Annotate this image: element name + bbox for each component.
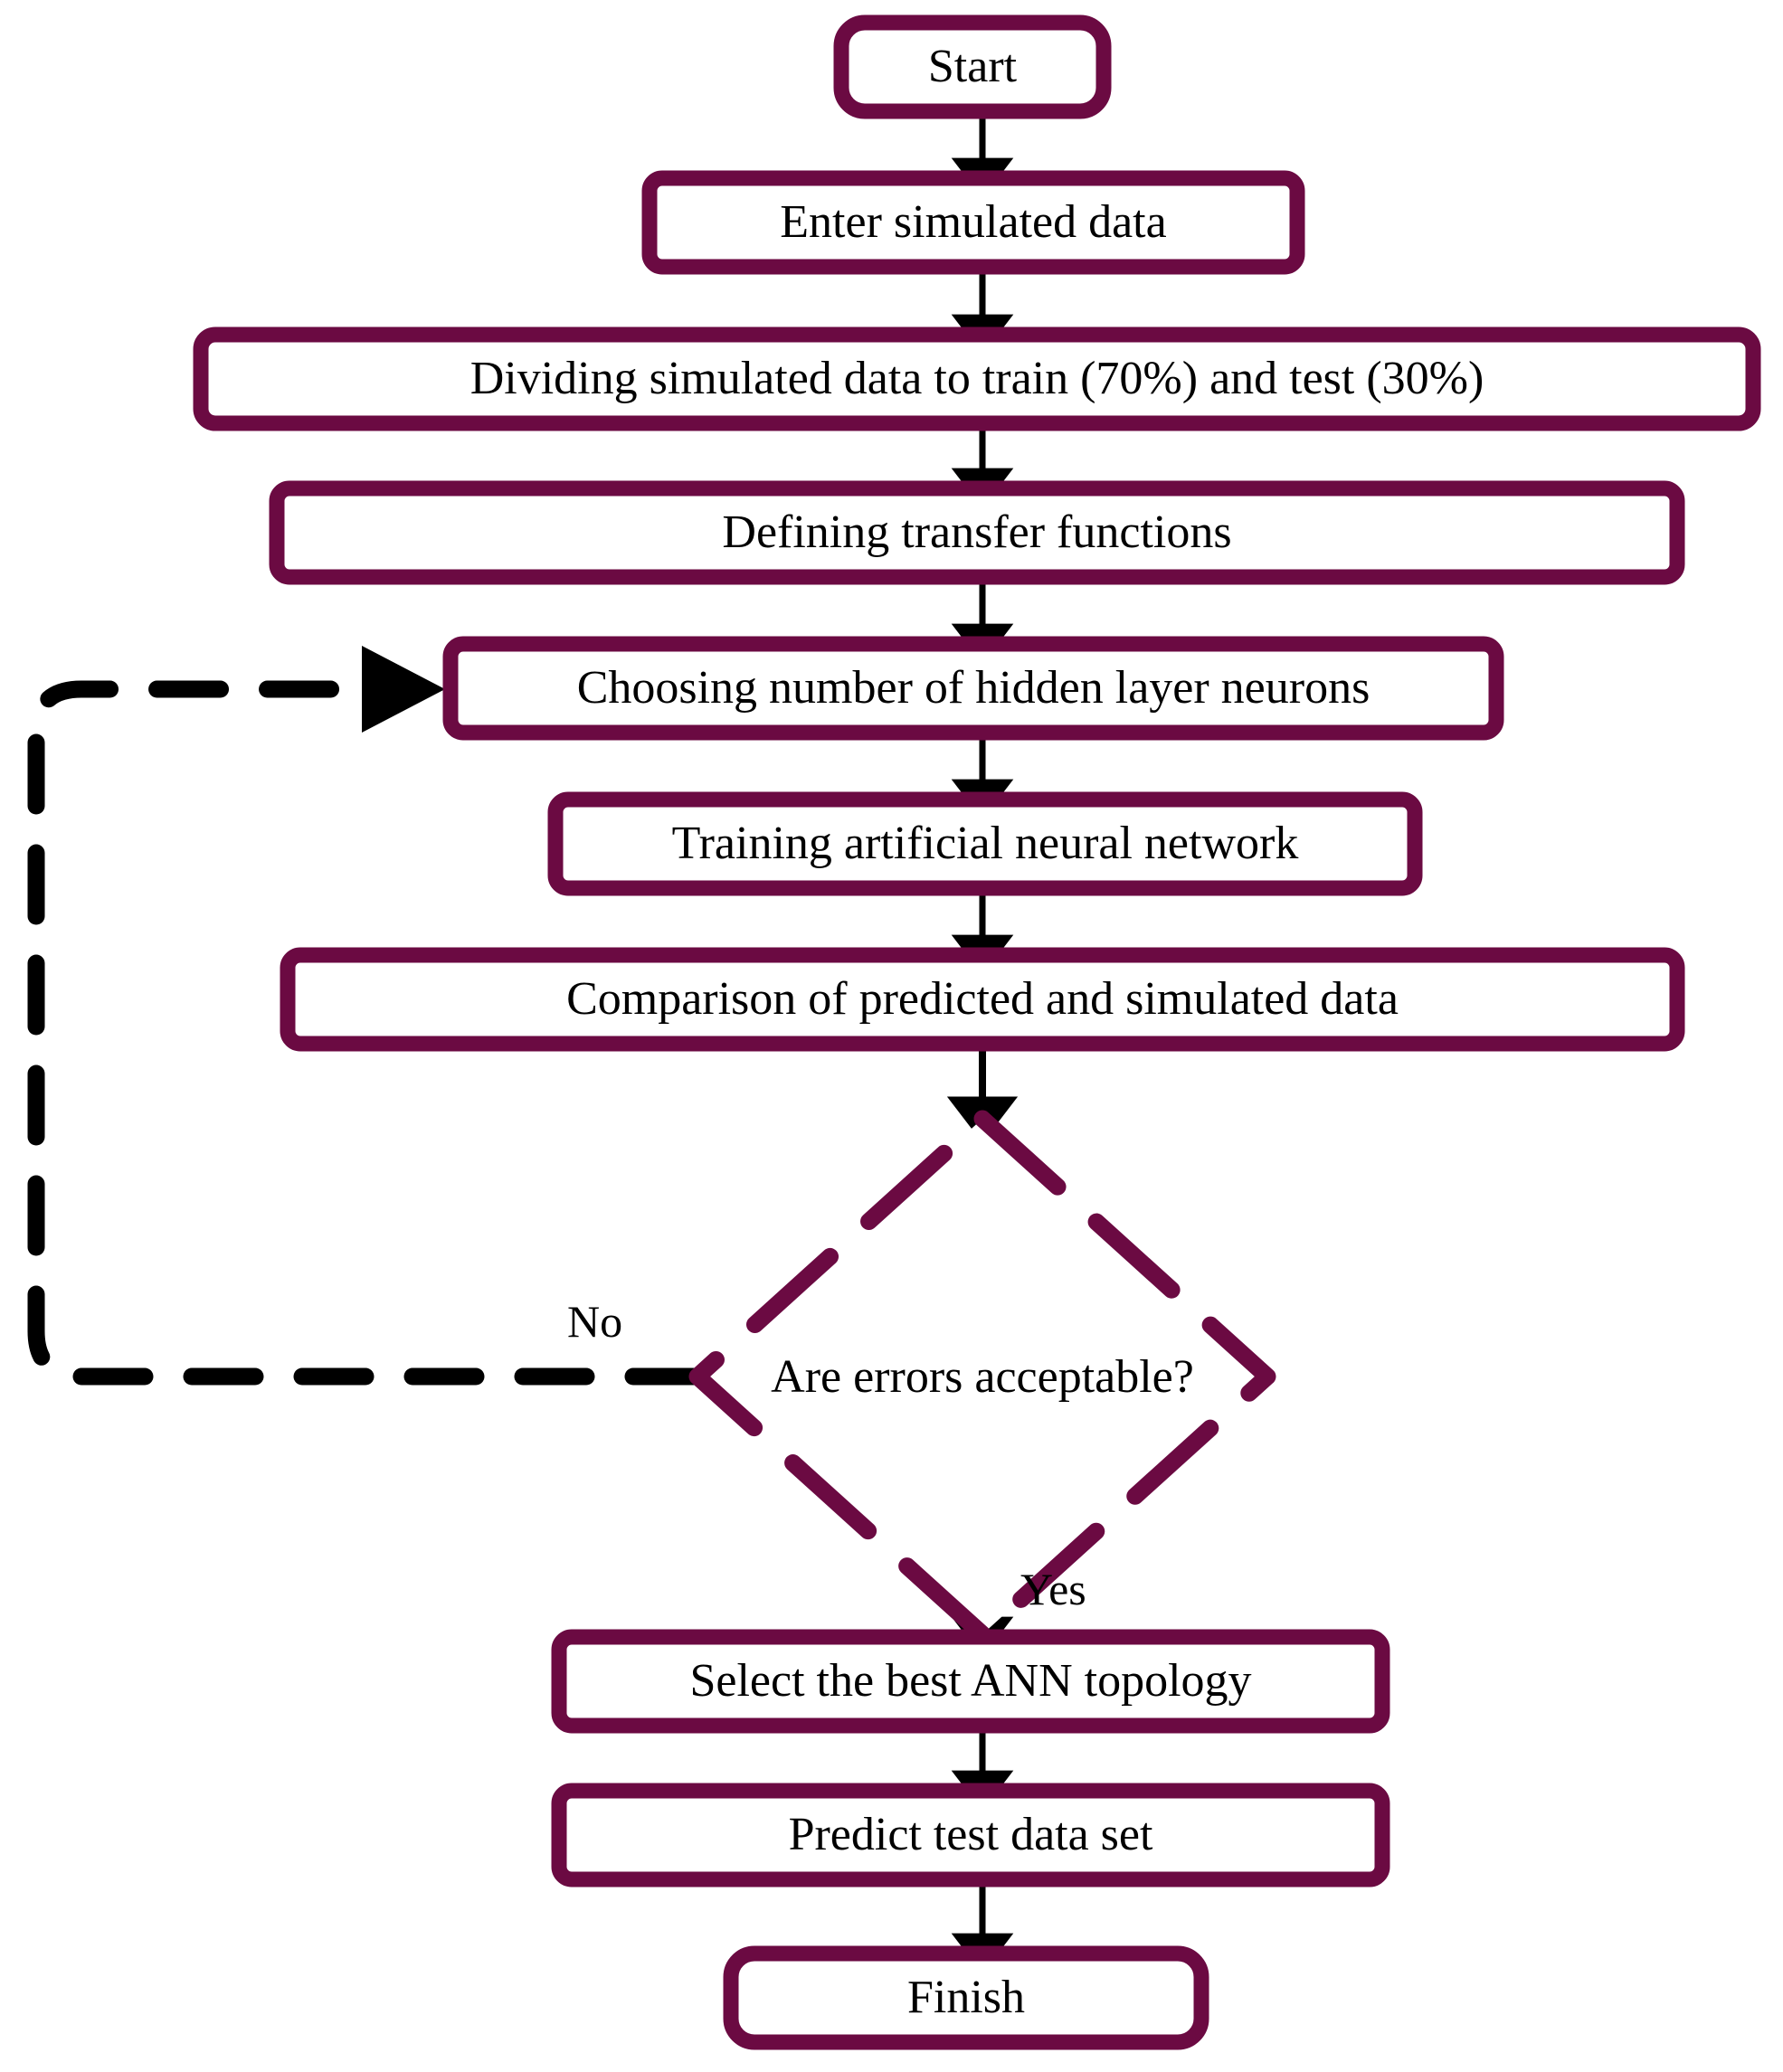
node-enter-simulated-data[interactable] bbox=[641, 170, 1305, 275]
node-defining-transfer-functions[interactable] bbox=[269, 480, 1685, 585]
node-choosing-hidden-layer-neurons[interactable] bbox=[442, 636, 1504, 741]
edge-decision-no-feedback-loop bbox=[27, 646, 706, 1386]
edge-label-yes: Yes bbox=[1020, 1564, 1086, 1614]
edge-label-no: No bbox=[567, 1296, 623, 1347]
node-comparison-predicted-simulated-data[interactable] bbox=[280, 947, 1685, 1052]
node-select-best-ann-topology[interactable] bbox=[551, 1629, 1390, 1734]
node-decision-are-errors-acceptable[interactable] bbox=[688, 1110, 1276, 1643]
node-start[interactable] bbox=[833, 14, 1112, 119]
node-predict-test-data-set[interactable] bbox=[551, 1783, 1390, 1888]
node-dividing-simulated-data[interactable] bbox=[193, 326, 1761, 431]
node-training-artificial-neural-network[interactable] bbox=[547, 791, 1423, 896]
node-finish[interactable] bbox=[723, 1945, 1209, 2050]
